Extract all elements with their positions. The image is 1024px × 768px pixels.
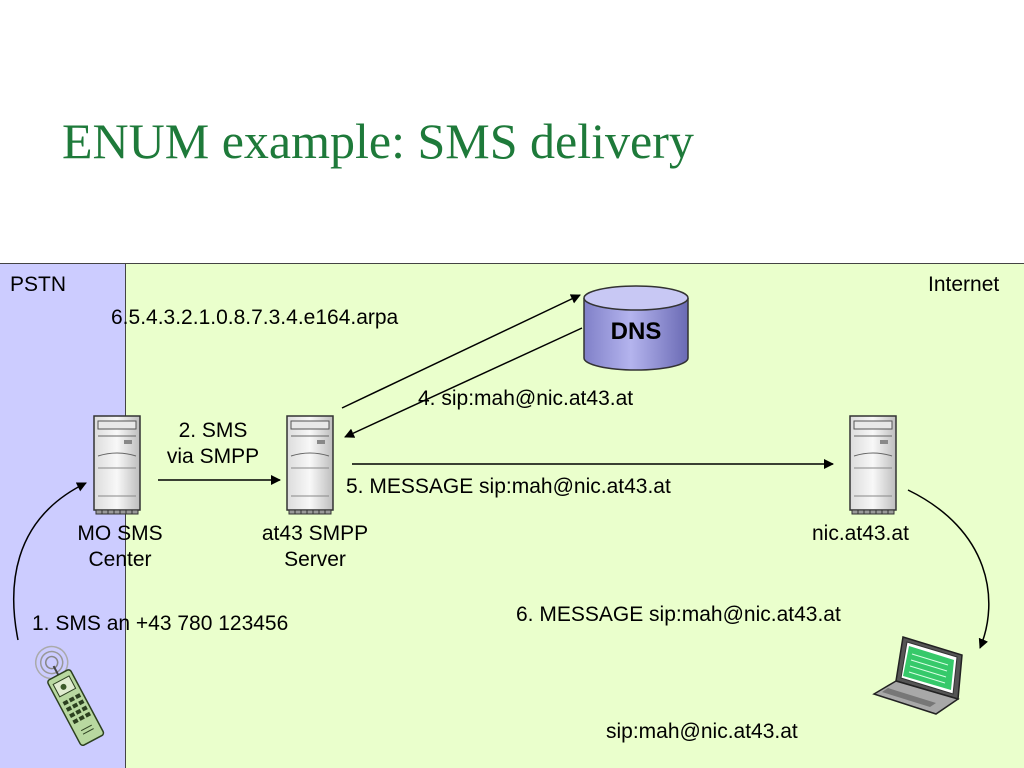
sip-message-label: 5. MESSAGE sip:mah@nic.at43.at [346, 475, 671, 498]
dns-query-arrow [341, 294, 581, 409]
dns-response-arrow [344, 327, 583, 438]
mo-sms-center-server-icon [93, 415, 141, 515]
nic-server-label: nic.at43.at [812, 522, 909, 545]
pstn-label: PSTN [10, 273, 67, 296]
smpp-step-line-2: via SMPP [166, 445, 260, 469]
nic-server-icon [849, 415, 897, 515]
mobile-phone-icon [34, 645, 105, 747]
dns-database-icon [583, 285, 689, 371]
endpoint-address-label: sip:mah@nic.at43.at [606, 720, 798, 743]
smpp-server-line-1: at43 SMPP [261, 522, 369, 545]
dns-label: DNS [610, 318, 662, 345]
smpp-step-line-1: 2. SMS [178, 419, 248, 442]
internet-region [126, 263, 1024, 768]
smpp-server-line-2: Server [284, 548, 346, 572]
delivery-arrow [907, 489, 990, 649]
sms-origin-label: 1. SMS an +43 780 123456 [32, 612, 289, 635]
mo-sms-center-label: MO SMS Center [50, 521, 190, 574]
laptop-icon [872, 636, 963, 715]
smpp-server-icon [286, 415, 334, 515]
e164-domain-label: 6.5.4.3.2.1.0.8.7.3.4.e164.arpa [111, 306, 399, 329]
page-title: ENUM example: SMS delivery [62, 113, 694, 169]
sms-origin-arrow [12, 482, 87, 641]
dns-answer-label: 4. sip:mah@nic.at43.at [418, 387, 634, 410]
mo-sms-center-line-2: Center [88, 548, 152, 572]
smpp-server-label: at43 SMPP Server [240, 521, 390, 574]
internet-label: Internet [928, 273, 1000, 296]
mo-sms-center-line-1: MO SMS [77, 522, 163, 545]
smpp-step-label: 2. SMS via SMPP [150, 418, 276, 471]
delivery-step-label: 6. MESSAGE sip:mah@nic.at43.at [516, 603, 841, 626]
